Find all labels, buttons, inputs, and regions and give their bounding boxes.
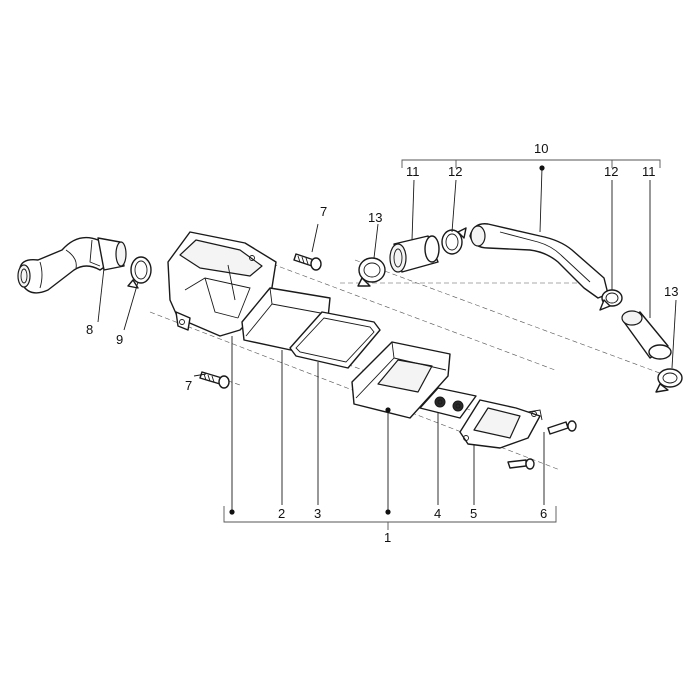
leader-lines <box>97 167 677 377</box>
clamp-13-right-part <box>655 368 683 393</box>
screw-lower-part <box>199 371 230 389</box>
gasket-part <box>289 311 381 369</box>
callout-7-upper: 7 <box>320 204 327 219</box>
breather-pipe-part <box>469 223 609 299</box>
callout-12-left: 12 <box>448 164 462 179</box>
callout-8: 8 <box>86 322 93 337</box>
callout-5: 5 <box>470 506 477 521</box>
clamp-13-left-part <box>357 257 386 287</box>
clamp-12-right-part <box>599 289 623 311</box>
callout-11-left: 11 <box>406 164 420 179</box>
callout-9: 9 <box>116 332 123 347</box>
callout-3: 3 <box>314 506 321 521</box>
reed-valve-body-part <box>351 341 451 419</box>
sleeve-11-right-part <box>621 310 672 360</box>
group-bracket-10 <box>401 159 661 171</box>
sleeve-11-left-part <box>389 235 440 273</box>
callout-6: 6 <box>540 506 547 521</box>
cover-screw-lower-part <box>507 458 535 470</box>
callout-11-right: 11 <box>642 164 656 179</box>
callout-labels: 1 2 3 4 5 6 7 7 8 9 10 11 12 12 11 13 13 <box>86 141 678 545</box>
group-bracket-1 <box>223 336 557 530</box>
reed-plate-part <box>419 387 477 419</box>
callout-7-lower: 7 <box>185 378 192 393</box>
callout-4: 4 <box>434 506 441 521</box>
hose-elbow-part <box>17 236 127 294</box>
callout-10: 10 <box>534 141 548 156</box>
valve-cover-part <box>459 399 543 449</box>
hose-clamp-part <box>127 256 152 289</box>
clamp-12-left-part <box>441 227 467 255</box>
valve-housing-part <box>167 231 277 337</box>
cover-screw-upper-part <box>547 420 577 435</box>
callout-1: 1 <box>384 530 391 545</box>
callout-13-right: 13 <box>664 284 678 299</box>
callout-13-left: 13 <box>368 210 382 225</box>
callout-2: 2 <box>278 506 285 521</box>
screw-upper-part <box>293 253 322 271</box>
callout-12-right: 12 <box>604 164 618 179</box>
